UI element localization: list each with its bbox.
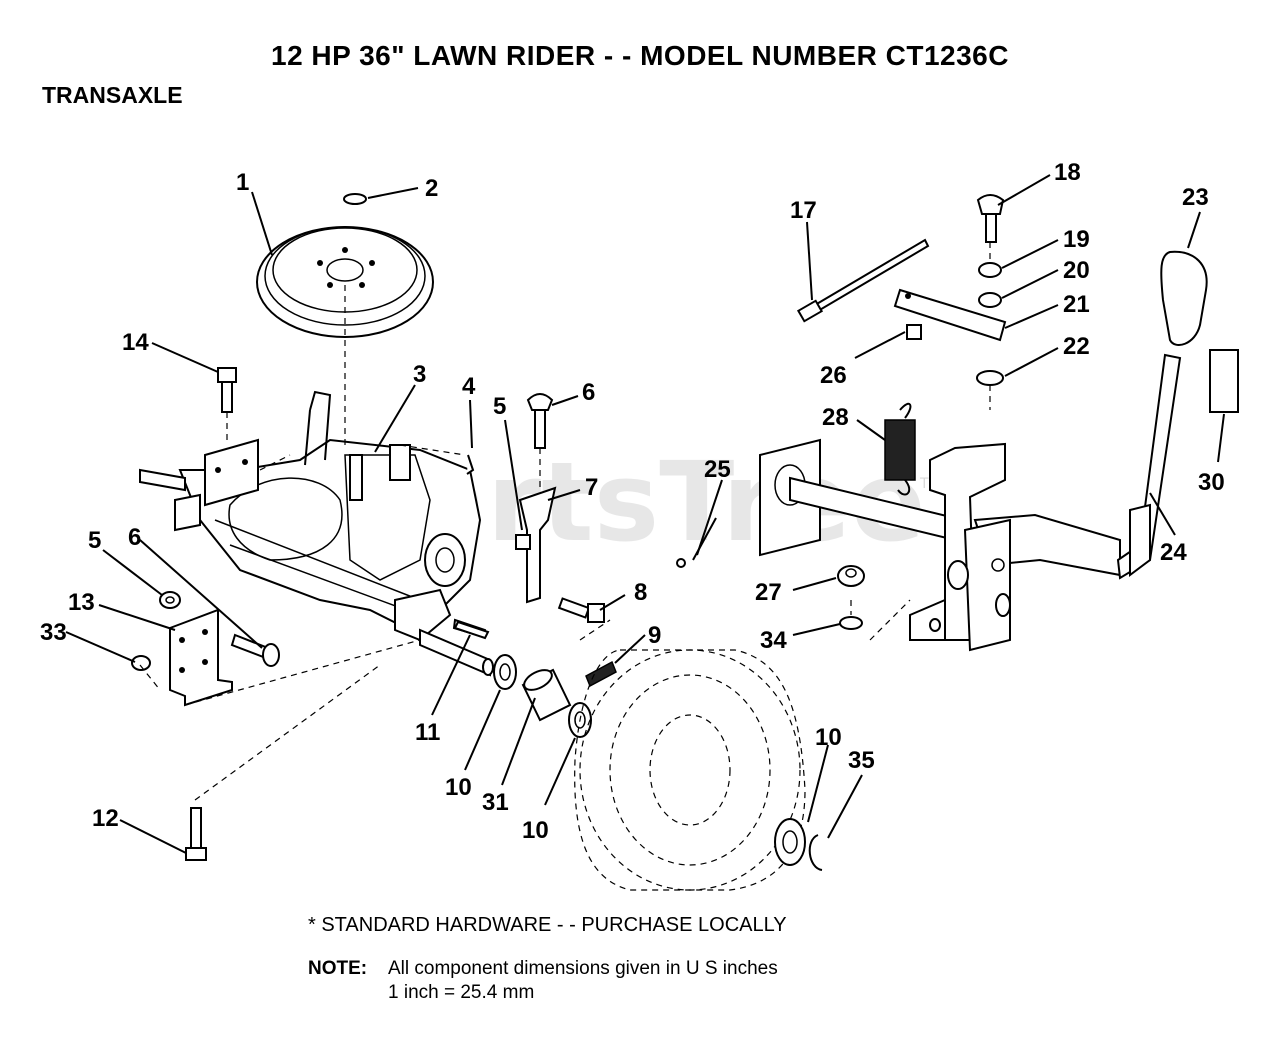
callout-5b: 5	[88, 527, 101, 554]
pulley-part	[256, 226, 434, 338]
callout-34: 34	[760, 627, 787, 654]
rod-17-part	[796, 238, 930, 323]
spacer-31-part	[521, 668, 572, 722]
callout-25: 25	[704, 456, 731, 483]
callout-17: 17	[790, 197, 817, 224]
callout-10c: 10	[815, 724, 842, 751]
callout-14: 14	[122, 329, 149, 356]
bolt-8-part	[557, 597, 605, 623]
washer-19-part	[978, 262, 1002, 278]
callouts: 1 2 3 4 5 6 7 8 9 5 6 13 33 14 11 10 31 …	[40, 159, 1225, 844]
callout-10b: 10	[522, 817, 549, 844]
bolt-18-part	[976, 194, 1005, 243]
bolt-12-part	[185, 807, 207, 861]
callout-9: 9	[648, 622, 661, 649]
nut-26-part	[906, 324, 922, 340]
washer-10c-part	[774, 818, 806, 866]
wheel-part	[574, 649, 806, 891]
knob-23-part	[1160, 250, 1208, 346]
pin-4-part	[466, 454, 475, 475]
leader-lines	[65, 174, 1225, 854]
washer-34-part	[839, 616, 863, 630]
callout-31: 31	[482, 789, 509, 816]
spacer-part	[515, 534, 531, 550]
alignment-lines	[139, 242, 991, 801]
callout-4: 4	[462, 373, 476, 400]
callout-7: 7	[585, 474, 598, 501]
section-label: TRANSAXLE	[42, 82, 183, 108]
callout-6b: 6	[128, 524, 141, 551]
callout-3: 3	[413, 361, 426, 388]
nut-27-part	[837, 565, 865, 587]
callout-8: 8	[634, 579, 647, 606]
callout-21: 21	[1063, 291, 1090, 318]
ring-35-part	[808, 834, 823, 871]
bolt-14-part	[217, 367, 237, 413]
spring-9-part	[585, 660, 617, 688]
key-part	[453, 620, 490, 640]
washer-22-part	[976, 370, 1004, 386]
bolt-left-part	[230, 633, 280, 667]
callout-33: 33	[40, 619, 67, 646]
washer-20-part	[978, 292, 1002, 308]
callout-26: 26	[820, 362, 847, 389]
standard-hardware-note: * STANDARD HARDWARE - - PURCHASE LOCALLY	[308, 914, 787, 936]
callout-27: 27	[755, 579, 782, 606]
nut-33-part	[131, 655, 151, 671]
pedal-assembly-part	[759, 438, 1121, 652]
callout-6a: 6	[582, 379, 595, 406]
left-bracket-part	[169, 608, 233, 707]
callout-5a: 5	[493, 393, 506, 420]
callout-13: 13	[68, 589, 95, 616]
washer-10a-part	[493, 654, 517, 690]
nut-left-part	[159, 591, 181, 609]
decal-30-part	[1209, 349, 1239, 413]
note-line-1: All component dimensions given in U S in…	[388, 958, 778, 979]
callout-30: 30	[1198, 469, 1225, 496]
callout-20: 20	[1063, 257, 1090, 284]
note-line-2: 1 inch = 25.4 mm	[388, 982, 535, 1003]
diagram-title: 12 HP 36" LAWN RIDER - - MODEL NUMBER CT…	[271, 40, 1009, 71]
retainer-part	[343, 193, 367, 205]
callout-2: 2	[425, 175, 438, 202]
callout-19: 19	[1063, 226, 1090, 253]
callout-12: 12	[92, 805, 119, 832]
callout-1: 1	[236, 169, 249, 196]
plate-21-part	[893, 288, 1007, 342]
callout-28: 28	[822, 404, 849, 431]
spring-28-part	[884, 402, 916, 496]
callout-22: 22	[1063, 333, 1090, 360]
callout-23: 23	[1182, 184, 1209, 211]
callout-10a: 10	[445, 774, 472, 801]
callout-18: 18	[1054, 159, 1081, 186]
callout-11: 11	[415, 719, 440, 746]
note-label: NOTE:	[308, 958, 368, 979]
transaxle-body	[139, 390, 494, 677]
callout-35: 35	[848, 747, 875, 774]
callout-24: 24	[1160, 539, 1187, 566]
